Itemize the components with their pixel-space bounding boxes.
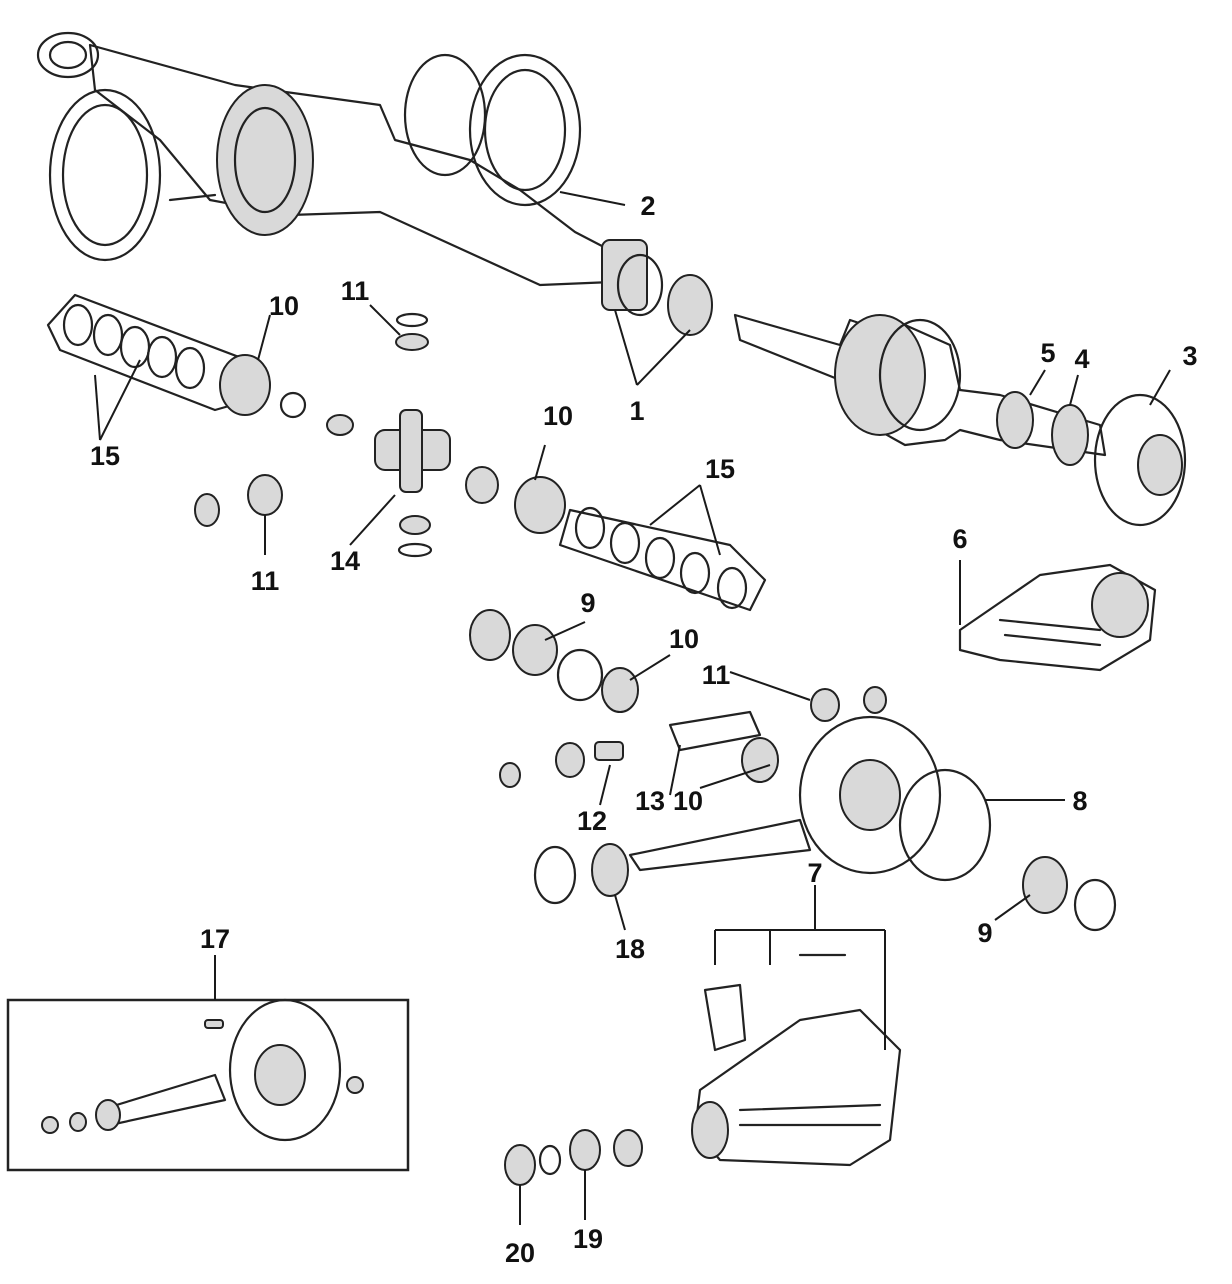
callout-6: 6 [952, 524, 967, 554]
callout-20: 20 [505, 1238, 535, 1268]
carrier-assembly-upper [958, 563, 1157, 672]
nut-small [499, 762, 521, 788]
callout-14: 14 [330, 546, 360, 576]
callout-9-middle: 9 [580, 588, 595, 618]
callout-11-middle: 11 [702, 660, 731, 690]
bottom-bearings [504, 1129, 643, 1186]
callout-9-right: 9 [977, 918, 992, 948]
callout-12: 12 [577, 806, 607, 836]
washers-top [395, 312, 429, 351]
leader-lines [94, 191, 1171, 1225]
kit-frame [6, 998, 410, 1172]
pinion-washer [863, 686, 887, 714]
callout-3: 3 [1182, 341, 1197, 371]
pinion-seal [533, 845, 577, 905]
carrier-housing-lower [691, 929, 902, 1167]
spider-cross [374, 409, 451, 558]
axle-shaft [733, 313, 1187, 527]
callout-10-top-left: 10 [269, 291, 299, 321]
callout-19: 19 [573, 1224, 603, 1254]
callout-10-center: 10 [543, 401, 573, 431]
pinion-seal-ring [591, 843, 629, 897]
left-gear-stack [46, 293, 354, 436]
callout-10-lower: 10 [673, 786, 703, 816]
callout-2: 2 [640, 191, 655, 221]
kit-contents [41, 998, 364, 1142]
callout-1: 1 [629, 396, 644, 426]
side-gear-washer [247, 474, 283, 516]
callout-18: 18 [615, 934, 645, 964]
washer-small [555, 742, 585, 778]
callout-7: 7 [807, 858, 822, 888]
collapsible-spacer [594, 741, 624, 761]
axle-housing [36, 31, 713, 336]
callout-13: 13 [635, 786, 665, 816]
callout-4: 4 [1074, 344, 1089, 374]
callout-8: 8 [1072, 786, 1087, 816]
right-gear-stack [465, 466, 767, 612]
thrust-washer [194, 493, 220, 527]
callout-11-left: 11 [251, 566, 280, 596]
side-bearing [1022, 856, 1068, 914]
callout-5: 5 [1040, 338, 1055, 368]
pinion-bearings [469, 609, 639, 713]
callout-15-right: 15 [705, 454, 735, 484]
side-bearing-cup [1073, 878, 1117, 932]
callout-10-middle: 10 [669, 624, 699, 654]
callout-17: 17 [200, 924, 230, 954]
callouts: 1 2 3 4 5 6 7 8 9 9 10 10 10 10 11 11 11… [90, 191, 1198, 1268]
callout-11-top: 11 [341, 276, 370, 306]
pinion-nut [810, 688, 840, 722]
callout-15-left: 15 [90, 441, 120, 471]
